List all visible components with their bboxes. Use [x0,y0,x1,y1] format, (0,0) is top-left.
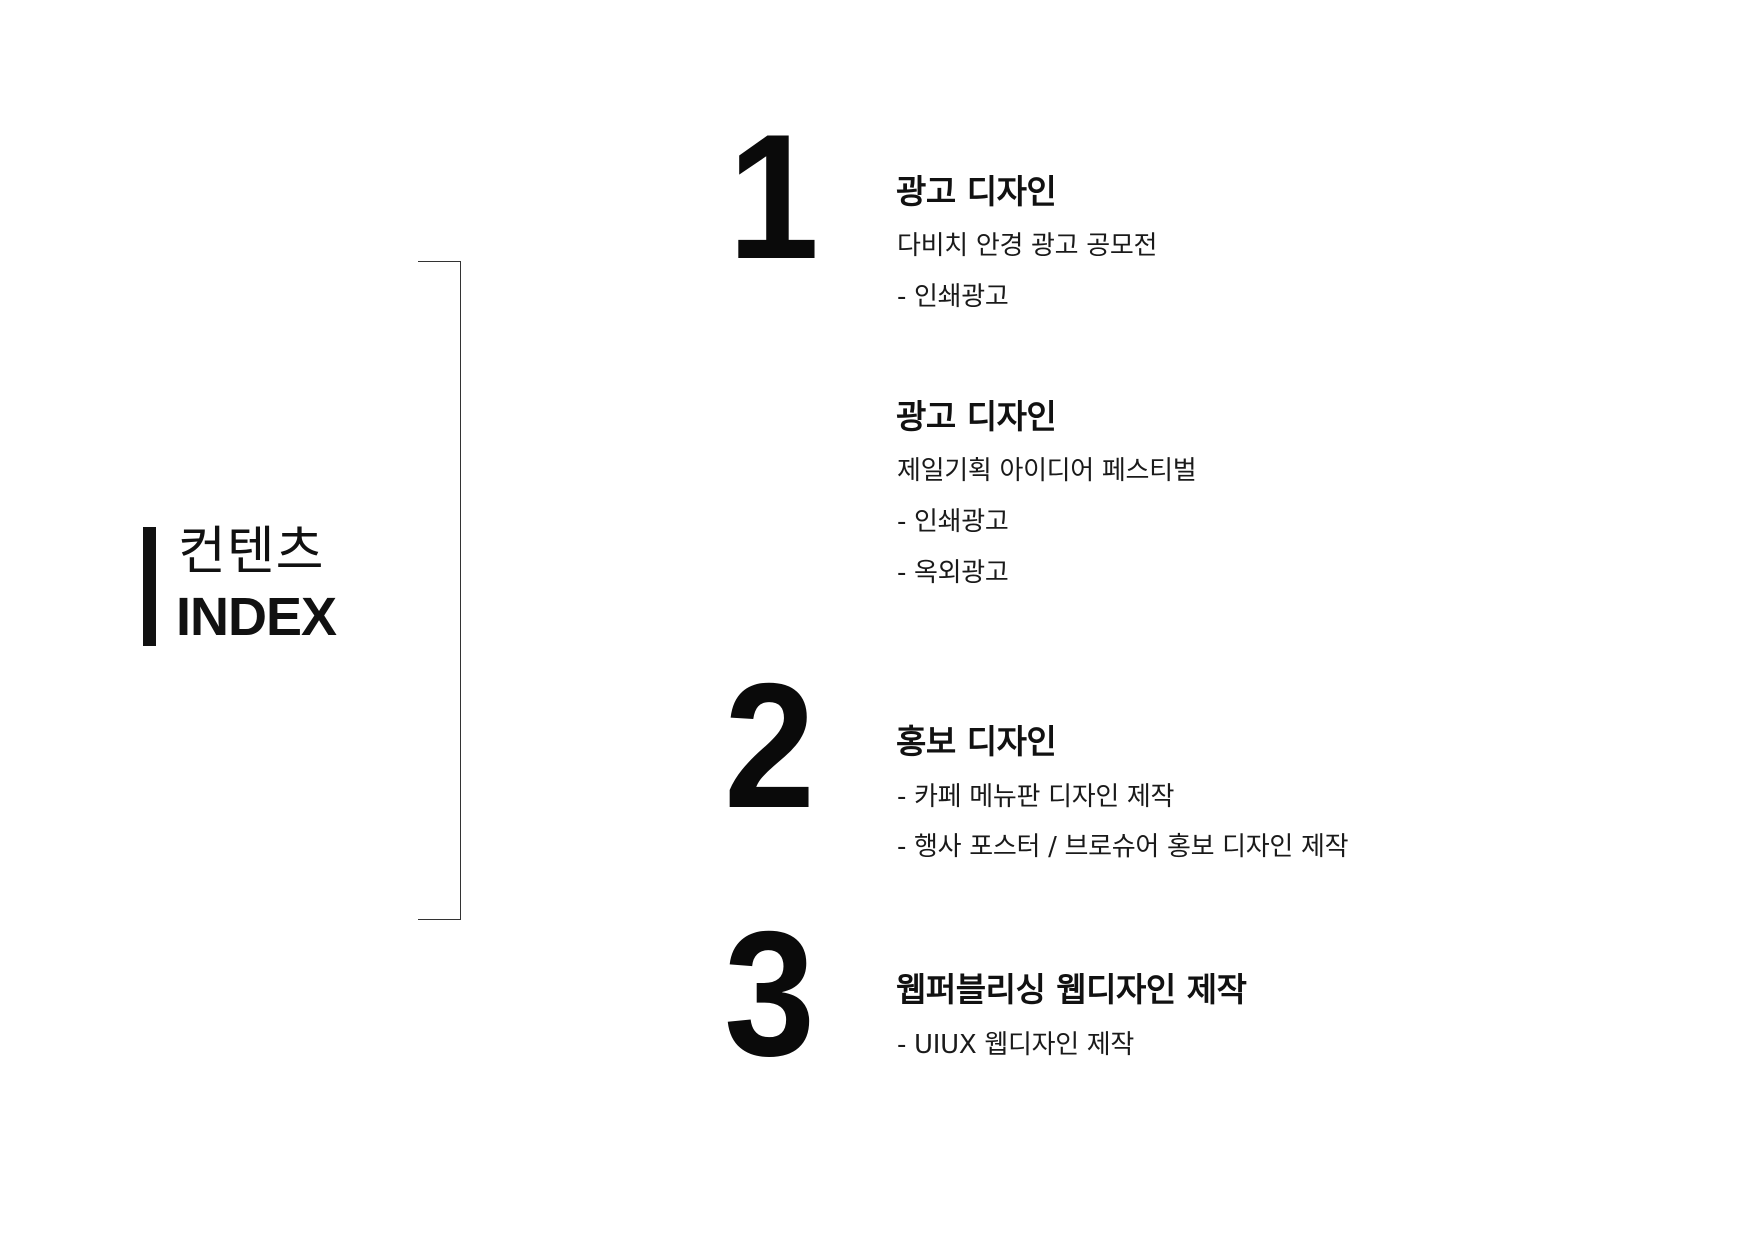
section-1-entry-1-line-1: 다비치 안경 광고 공모전 [897,231,1158,261]
section-1-entry-2-line-3: - 옥외광고 [897,558,1009,588]
section-2-entry-1-title: 홍보 디자인 [896,722,1057,761]
bracket-divider [418,261,461,920]
section-1-entry-1-line-2: - 인쇄광고 [897,282,1009,312]
section-3-entry-1-line-1: - UIUX 웹디자인 제작 [897,1030,1135,1060]
section-1-entry-2-line-2: - 인쇄광고 [897,507,1009,537]
section-1-entry-1-title: 광고 디자인 [896,172,1057,211]
section-number-2: 2 [724,646,815,845]
section-3-entry-1-title: 웹퍼블리싱 웹디자인 제작 [896,970,1247,1009]
section-1-entry-2-line-1: 제일기획 아이디어 페스티벌 [897,456,1197,486]
section-number-1: 1 [728,97,819,296]
index-accent-bar [143,527,156,646]
section-1-entry-2-title: 광고 디자인 [896,397,1057,436]
section-number-3: 3 [724,894,815,1093]
index-title-english: INDEX [176,587,337,647]
section-2-entry-1-line-2: - 행사 포스터 / 브로슈어 홍보 디자인 제작 [897,832,1349,862]
index-title-korean: 컨텐츠 [178,522,325,582]
section-2-entry-1-line-1: - 카페 메뉴판 디자인 제작 [897,782,1175,812]
